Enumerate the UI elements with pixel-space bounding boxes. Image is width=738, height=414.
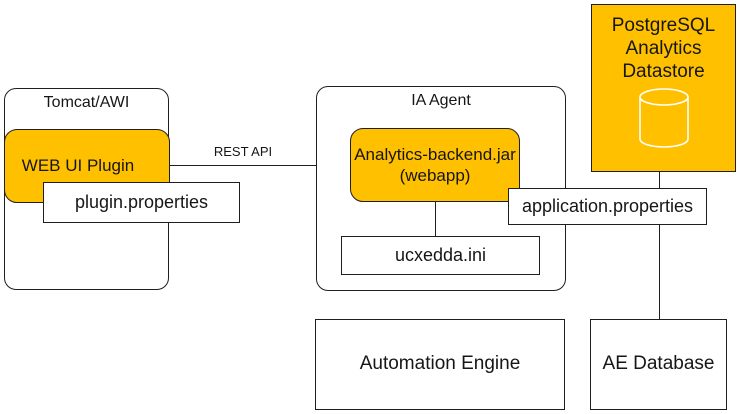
- analytics-backend-label-line2: (webapp): [399, 166, 471, 185]
- application-properties-box: application.properties: [508, 188, 707, 225]
- ia-agent-title: IA Agent: [411, 92, 471, 109]
- automation-engine-box: Automation Engine: [315, 319, 565, 410]
- postgresql-datastore-label-line2: Analytics: [625, 38, 702, 59]
- postgresql-datastore-label-line3: Datastore: [622, 61, 705, 82]
- application-properties-label: application.properties: [521, 195, 694, 216]
- database-cylinder-icon: [638, 88, 689, 148]
- ucxedda-ini-box: ucxedda.ini: [341, 236, 540, 275]
- postgresql-datastore-box: PostgreSQL Analytics Datastore: [591, 4, 736, 172]
- automation-engine-label: Automation Engine: [359, 353, 521, 375]
- rest-api-label: REST API: [213, 144, 273, 159]
- plugin-properties-box: plugin.properties: [43, 182, 240, 223]
- tomcat-awi-title: Tomcat/AWI: [43, 94, 130, 111]
- ae-database-box: AE Database: [590, 319, 727, 410]
- analytics-backend-label-line1: Analytics-backend.jar: [354, 145, 516, 164]
- web-ui-plugin-box: WEB UI Plugin: [4, 129, 170, 203]
- plugin-properties-label: plugin.properties: [74, 191, 209, 212]
- postgresql-datastore-label-line1: PostgreSQL: [611, 15, 716, 36]
- datastore-to-aedb-connector: [659, 172, 660, 319]
- rest-api-connector: [170, 165, 316, 166]
- ucxedda-ini-label: ucxedda.ini: [394, 244, 487, 265]
- ae-database-label: AE Database: [602, 353, 715, 375]
- backend-to-ini-connector: [435, 202, 436, 236]
- web-ui-plugin-label: WEB UI Plugin: [21, 155, 135, 175]
- analytics-backend-box: Analytics-backend.jar (webapp): [350, 128, 520, 202]
